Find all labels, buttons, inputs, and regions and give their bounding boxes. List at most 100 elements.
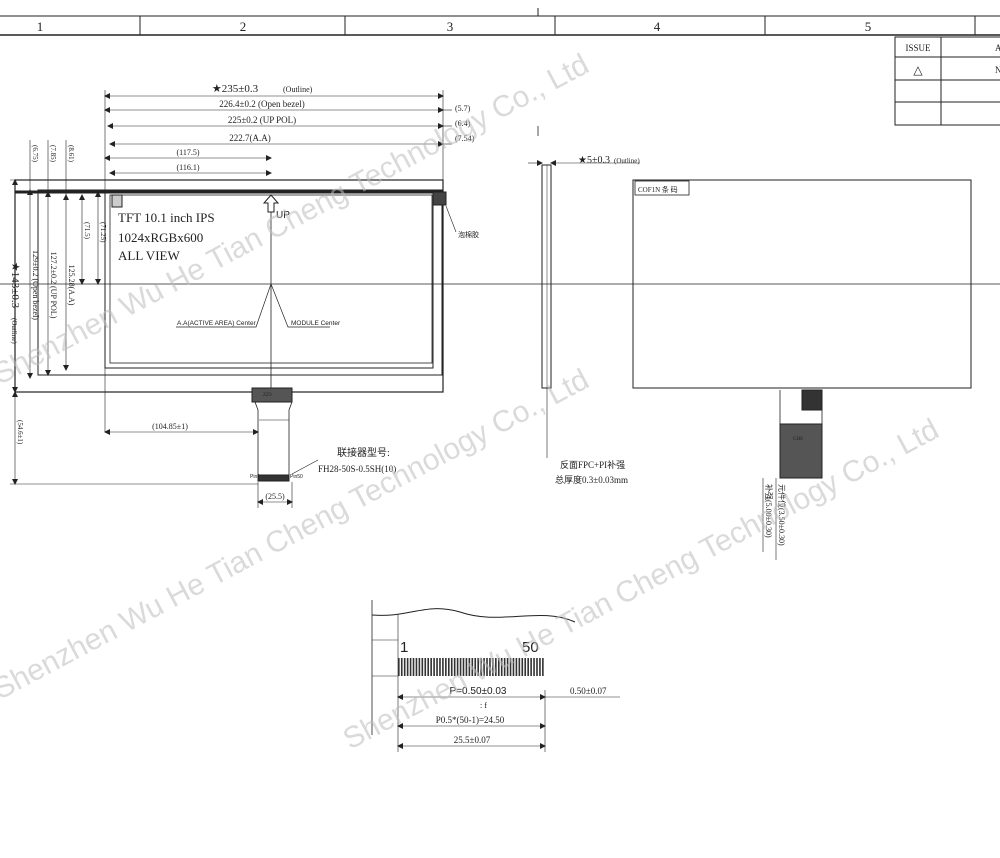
- horizontal-dimensions: [104, 90, 452, 508]
- dim-54-6: (54.6±1): [16, 420, 24, 445]
- side-view: [528, 126, 640, 458]
- dim-116-1: (116.1): [176, 163, 199, 172]
- outline-width-tag: (Outline): [283, 85, 313, 94]
- fpc-pin-last: 50: [522, 639, 539, 656]
- outline-width-dim: ★235±0.3: [212, 83, 259, 95]
- back-label-box: COF1N 条 码: [638, 185, 678, 194]
- fpc-pin: [542, 658, 544, 676]
- fpc-pin: [465, 658, 468, 676]
- fpc-pin-array: [398, 658, 544, 676]
- fpc-pin: [453, 658, 456, 676]
- tape-label: 泡棉胶: [458, 230, 479, 239]
- zone-ruler: [0, 8, 1000, 36]
- dim-6-4: (6.4): [455, 119, 471, 128]
- fpc-pin: [512, 658, 515, 676]
- fpc-detail: [371, 600, 620, 752]
- connector-part: FH28-50S-0.5SH(10): [318, 464, 396, 474]
- fpc-pin: [445, 658, 447, 676]
- dim-71-5: (71.5): [83, 222, 91, 240]
- fpc-pin: [415, 658, 418, 676]
- connector-label: 联接器型号:: [337, 446, 390, 459]
- fpc-pin: [518, 658, 521, 676]
- fpc-pad-width: 0.50±0.07: [570, 686, 607, 696]
- fpc-pitch-total: P0.5*(50-1)=24.50: [436, 715, 505, 725]
- fpc-pin: [509, 658, 512, 676]
- fpc-pin: [427, 658, 430, 676]
- fpc-pin: [418, 658, 421, 676]
- panel-title-line2: 1024xRGBx600: [118, 230, 203, 245]
- fpc-pin: [442, 658, 444, 676]
- back-dim-a: 元件位(3.50±0.30): [777, 484, 787, 546]
- fpc-pin: [468, 658, 471, 676]
- zone-label-1: 1: [37, 19, 44, 34]
- dim-6-75: (6.75): [31, 145, 39, 163]
- fpc-pin: [471, 658, 474, 676]
- fpc-pin: [477, 658, 479, 676]
- fpc-pin: [462, 658, 465, 676]
- fpc-tag: ZZ9: [263, 393, 272, 398]
- fpc-pin: [436, 658, 438, 676]
- fpc-pin: [398, 658, 400, 676]
- open-bezel-height-dim: 129±0.2 (Open bezel): [31, 250, 40, 320]
- dim-5-7: (5.7): [455, 104, 471, 113]
- panel-title-line1: TFT 10.1 inch IPS: [118, 210, 215, 225]
- outline-height-dim: ★143±0.3: [9, 262, 21, 309]
- issue-header-2: A: [995, 43, 1000, 53]
- module-center-label: MODULE Center: [291, 320, 341, 327]
- fpc-pin: [483, 658, 485, 676]
- aa-height-dim: 125.28(A.A): [67, 265, 76, 306]
- dim-71-25: (71.25): [99, 222, 107, 243]
- fpc-pin: [474, 658, 477, 676]
- dim-117-5: (117.5): [176, 148, 199, 157]
- issue-table: [894, 36, 1000, 126]
- dim-8-61: (8.61): [67, 145, 75, 163]
- up-pol-height-dim: 127.2±0.2 (UP POL): [49, 252, 58, 319]
- thickness-tag: (Outline): [614, 157, 640, 165]
- fpc-pin: [409, 658, 412, 676]
- back-fpc-tag: GH8: [793, 437, 803, 442]
- fpc-pin: [536, 658, 538, 676]
- zone-label-5: 5: [865, 19, 872, 34]
- aa-width-dim: 222.7(A.A): [229, 133, 271, 143]
- thickness-dim: ★5±0.3: [578, 155, 610, 166]
- issue-revision-symbol: △: [913, 63, 923, 77]
- fpc-pin-first: 1: [400, 639, 408, 656]
- fpc-pin: [500, 658, 503, 676]
- fpc-pin: [515, 658, 518, 676]
- fpc-marker: : f: [480, 701, 487, 710]
- dim-25-5: (25.5): [265, 492, 285, 501]
- up-pol-width-dim: 225±0.2 (UP POL): [228, 115, 296, 125]
- dim-104-85: (104.85±1): [152, 422, 188, 431]
- fpc-pin: [456, 658, 459, 676]
- fpc-pin: [459, 658, 462, 676]
- fpc-pin: [439, 658, 441, 676]
- fpc-pin: [492, 658, 494, 676]
- fpc-pin: [503, 658, 506, 676]
- fpc-pin: [521, 658, 524, 676]
- fpc-pin: [495, 658, 497, 676]
- fpc-pin: [433, 658, 435, 676]
- panel-title-line3: ALL VIEW: [118, 248, 180, 263]
- fpc-pin: [524, 658, 527, 676]
- fpc-pin: [539, 658, 541, 676]
- fpc-pin: [506, 658, 509, 676]
- fpc-total-width: 25.5±0.07: [454, 735, 491, 745]
- fpc-pin: [486, 658, 488, 676]
- fpc-pin: [406, 658, 409, 676]
- fpc-pin: [533, 658, 535, 676]
- fpc-pin: [480, 658, 482, 676]
- open-bezel-width-dim: 226.4±0.2 (Open bezel): [219, 99, 304, 109]
- fpc-pitch: P=0.50±0.03: [450, 686, 507, 697]
- fpc-pin: [430, 658, 432, 676]
- front-fpc: [251, 387, 293, 482]
- fpc-pin: [424, 658, 427, 676]
- up-arrow-icon: [262, 194, 280, 213]
- outline-height-tag: (Outline): [10, 318, 18, 344]
- aa-center-label: A.A(ACTIVE AREA) Center: [177, 320, 257, 327]
- pin-last-label: Pin50: [290, 474, 303, 480]
- issue-header: ISSUE: [905, 43, 931, 53]
- side-note-line2: 总厚度0.3±0.03mm: [555, 474, 628, 485]
- fpc-pin: [497, 658, 500, 676]
- zone-label-3: 3: [447, 19, 454, 34]
